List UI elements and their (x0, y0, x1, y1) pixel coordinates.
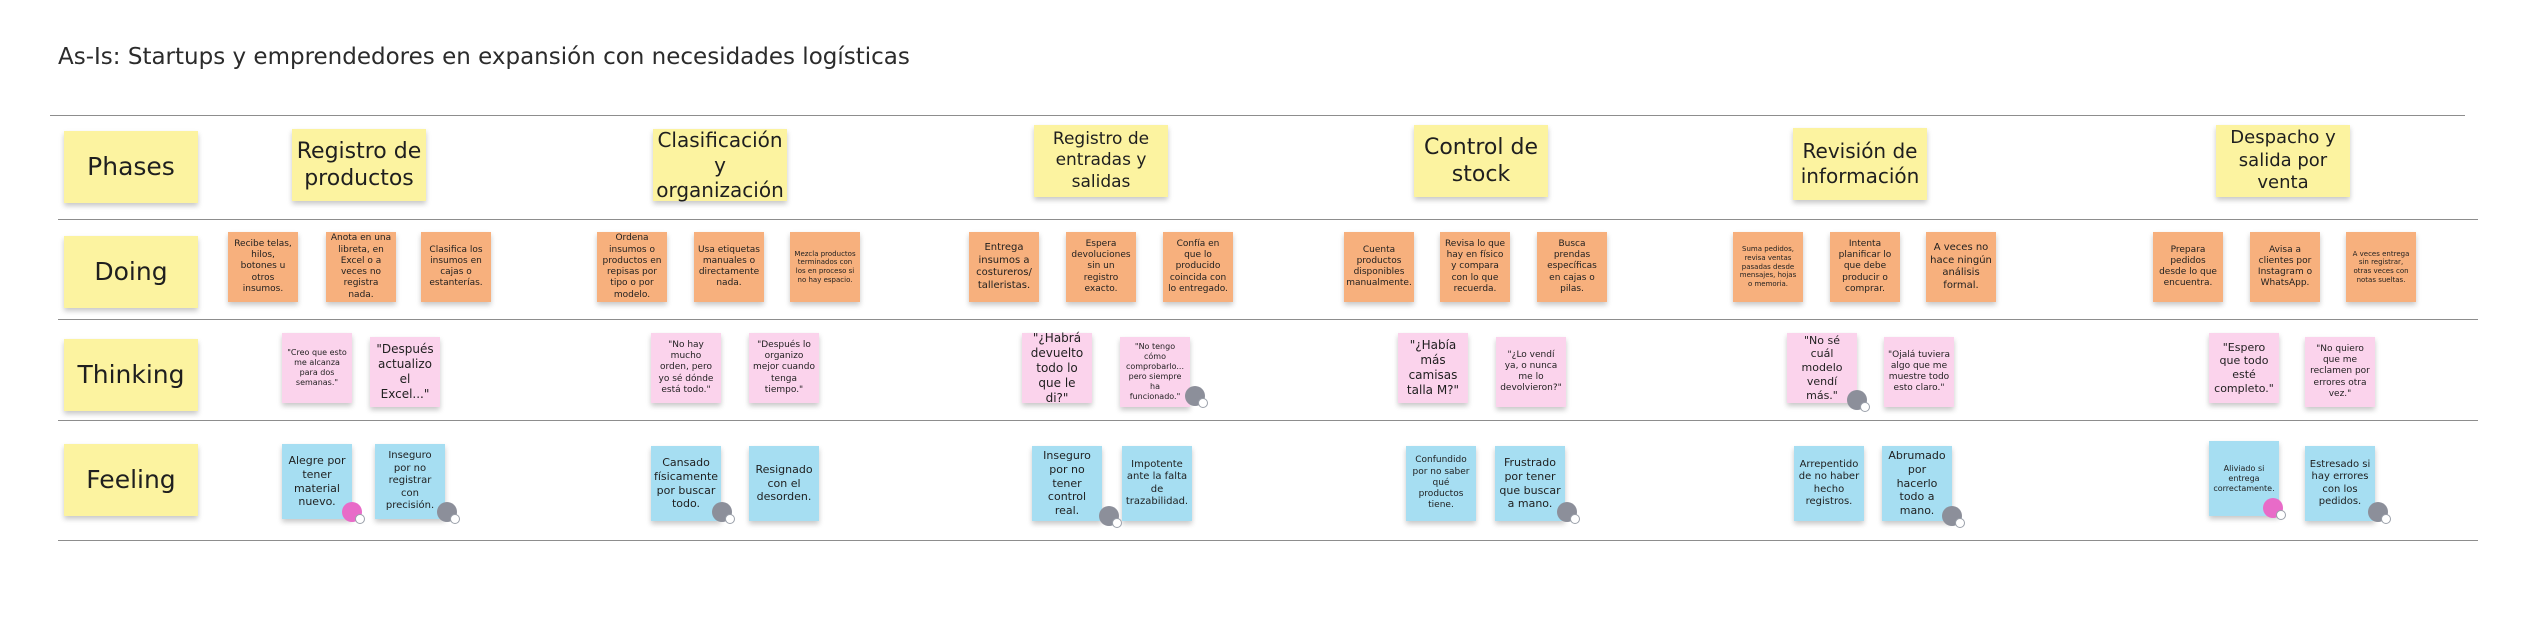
collaborator-avatar-icon[interactable] (437, 502, 460, 524)
separator-phases (58, 219, 2478, 220)
collaborator-avatar-icon[interactable] (342, 502, 365, 524)
collaborator-avatar-icon[interactable] (2263, 498, 2286, 520)
doing-note[interactable]: Mezcla productos terminados con los en p… (790, 232, 860, 302)
row-label-feeling[interactable]: Feeling (64, 444, 198, 516)
doing-note[interactable]: Entrega insumos a costureros/ tallerista… (969, 232, 1039, 302)
collaborator-avatar-icon[interactable] (1847, 390, 1870, 412)
doing-note[interactable]: Usa etiquetas manuales o directamente na… (694, 232, 764, 302)
phase-note[interactable]: Registro de productos (292, 129, 426, 201)
separator-doing (58, 319, 2478, 320)
thinking-note[interactable]: "Creo que esto me alcanza para dos seman… (282, 333, 352, 403)
thinking-note[interactable]: "No hay mucho orden, pero yo sé dónde es… (651, 333, 721, 403)
feeling-note[interactable]: Impotente ante la falta de trazabilidad. (1122, 446, 1192, 521)
doing-note[interactable]: Confía en que lo producido coincida con … (1163, 232, 1233, 302)
row-label-thinking[interactable]: Thinking (64, 339, 198, 411)
thinking-note[interactable]: "¿Habrá devuelto todo lo que le di?" (1022, 331, 1092, 405)
doing-note[interactable]: Intenta planificar lo que debe producir … (1830, 232, 1900, 302)
doing-note[interactable]: Suma pedidos, revisa ventas pasadas desd… (1733, 232, 1803, 302)
phase-note[interactable]: Control de stock (1414, 125, 1548, 197)
collaborator-avatar-icon[interactable] (1099, 506, 1122, 528)
doing-note[interactable]: Anota en una libreta, en Excel o a veces… (326, 232, 396, 302)
doing-note[interactable]: Cuenta productos disponibles manualmente… (1344, 232, 1414, 302)
separator-top (50, 115, 2465, 116)
thinking-note[interactable]: "Espero que todo esté completo." (2209, 333, 2279, 403)
collaborator-avatar-icon[interactable] (712, 502, 735, 524)
thinking-note[interactable]: "¿Había más camisas talla M?" (1398, 333, 1468, 403)
doing-note[interactable]: Avisa a clientes por Instagram o WhatsAp… (2250, 232, 2320, 302)
collaborator-avatar-icon[interactable] (2368, 502, 2391, 524)
row-label-phases[interactable]: Phases (64, 131, 198, 203)
row-label-doing[interactable]: Doing (64, 236, 198, 308)
thinking-note[interactable]: "Después actualizo el Excel..." (370, 337, 440, 407)
thinking-note[interactable]: "No quiero que me reclamen por errores o… (2305, 337, 2375, 407)
separator-thinking (58, 420, 2478, 421)
thinking-note[interactable]: "No tengo cómo comprobarlo... pero siemp… (1120, 337, 1190, 407)
doing-note[interactable]: A veces no hace ningún análisis formal. (1926, 232, 1996, 302)
thinking-note[interactable]: "Ojalá tuviera algo que me muestre todo … (1884, 337, 1954, 407)
feeling-note[interactable]: Alegre por tener material nuevo. (282, 444, 352, 519)
feeling-note[interactable]: Frustrado por tener que buscar a mano. (1495, 446, 1565, 521)
feeling-note[interactable]: Aliviado si entrega correctamente. (2209, 441, 2279, 516)
collaborator-avatar-icon[interactable] (1942, 506, 1965, 528)
doing-note[interactable]: Ordena insumos o productos en repisas po… (597, 232, 667, 302)
thinking-note[interactable]: "Después lo organizo mejor cuando tenga … (749, 333, 819, 403)
collaborator-avatar-icon[interactable] (1185, 386, 1208, 408)
feeling-note[interactable]: Cansado físicamente por buscar todo. (651, 446, 721, 521)
phase-note[interactable]: Clasificación y organización (653, 128, 787, 202)
doing-note[interactable]: Prepara pedidos desde lo que encuentra. (2153, 232, 2223, 302)
feeling-note[interactable]: Estresado si hay errores con los pedidos… (2305, 446, 2375, 521)
thinking-note[interactable]: "¿Lo vendí ya, o nunca me lo devolvieron… (1496, 337, 1566, 407)
feeling-note[interactable]: Inseguro por no registrar con precisión. (375, 444, 445, 519)
doing-note[interactable]: A veces entrega sin registrar, otras vec… (2346, 232, 2416, 302)
phase-note[interactable]: Despacho y salida por venta (2216, 125, 2350, 197)
feeling-note[interactable]: Arrepentido de no haber hecho registros. (1794, 446, 1864, 521)
doing-note[interactable]: Recibe telas, hilos, botones u otros ins… (228, 232, 298, 302)
doing-note[interactable]: Espera devoluciones sin un registro exac… (1066, 232, 1136, 302)
doing-note[interactable]: Revisa lo que hay en físico y compara co… (1440, 232, 1510, 302)
thinking-note[interactable]: "No sé cuál modelo vendí más." (1787, 333, 1857, 403)
feeling-note[interactable]: Abrumado por hacerlo todo a mano. (1882, 446, 1952, 521)
feeling-note[interactable]: Inseguro por no tener control real. (1032, 446, 1102, 521)
board-title: As-Is: Startups y emprendedores en expan… (58, 44, 910, 70)
phase-note[interactable]: Revisión de información (1793, 128, 1927, 200)
separator-feeling (58, 540, 2478, 541)
doing-note[interactable]: Busca prendas específicas en cajas o pil… (1537, 232, 1607, 302)
feeling-note[interactable]: Resignado con el desorden. (749, 446, 819, 521)
collaborator-avatar-icon[interactable] (1557, 502, 1580, 524)
phase-note[interactable]: Registro de entradas y salidas (1034, 125, 1168, 197)
doing-note[interactable]: Clasifica los insumos en cajas o estante… (421, 232, 491, 302)
feeling-note[interactable]: Confundido por no saber qué productos ti… (1406, 446, 1476, 521)
